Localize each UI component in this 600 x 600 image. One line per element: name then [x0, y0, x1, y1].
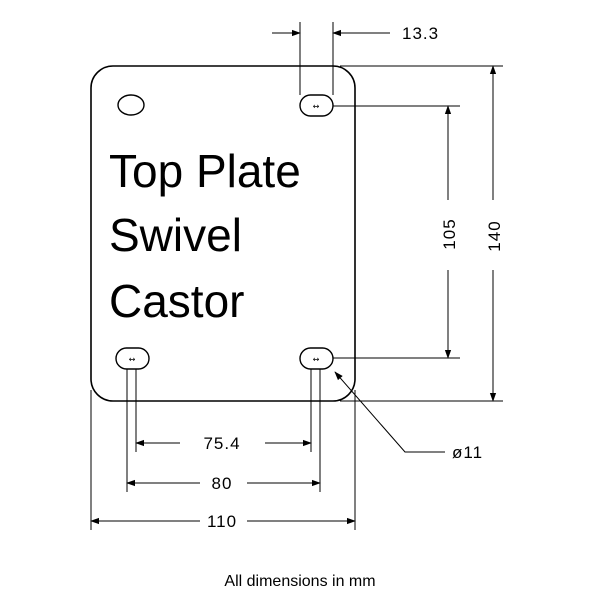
top-plate-outline [90, 65, 356, 402]
dim-hole-offset-label: 13.3 [402, 24, 439, 43]
svg-text:↔: ↔ [313, 102, 320, 111]
svg-text:↔: ↔ [129, 355, 136, 364]
title-line-1: Top Plate [109, 145, 301, 197]
dim-hole-diameter-label: ø11 [452, 443, 483, 462]
top-right-slot: ↔ [299, 94, 334, 117]
dim-hole-spacing-outer-label: 80 [212, 474, 233, 493]
dim-hole-offset: 13.3 [272, 22, 439, 95]
dim-hole-diameter: ø11 [334, 371, 483, 462]
svg-text:↔: ↔ [313, 355, 320, 364]
dim-plate-height: 140 [340, 65, 504, 402]
bottom-right-slot: ↔ [299, 347, 334, 370]
footnote: All dimensions in mm [224, 573, 376, 590]
dim-hole-spacing-inner: 75.4 [135, 434, 312, 453]
bottom-left-slot: ↔ [115, 347, 150, 370]
dim-hole-spacing-vertical: 105 [333, 105, 460, 359]
title-line-2: Swivel [109, 209, 242, 261]
dim-plate-width-label: 110 [207, 512, 237, 531]
dim-hole-spacing-outer: 80 [126, 474, 321, 493]
title-line-3: Castor [109, 275, 244, 327]
dim-plate-width: 110 [90, 512, 356, 531]
dim-hole-spacing-inner-label: 75.4 [203, 434, 240, 453]
top-left-hole [117, 94, 145, 116]
dim-plate-height-label: 140 [485, 220, 504, 251]
dim-hole-spacing-vertical-label: 105 [440, 218, 459, 249]
